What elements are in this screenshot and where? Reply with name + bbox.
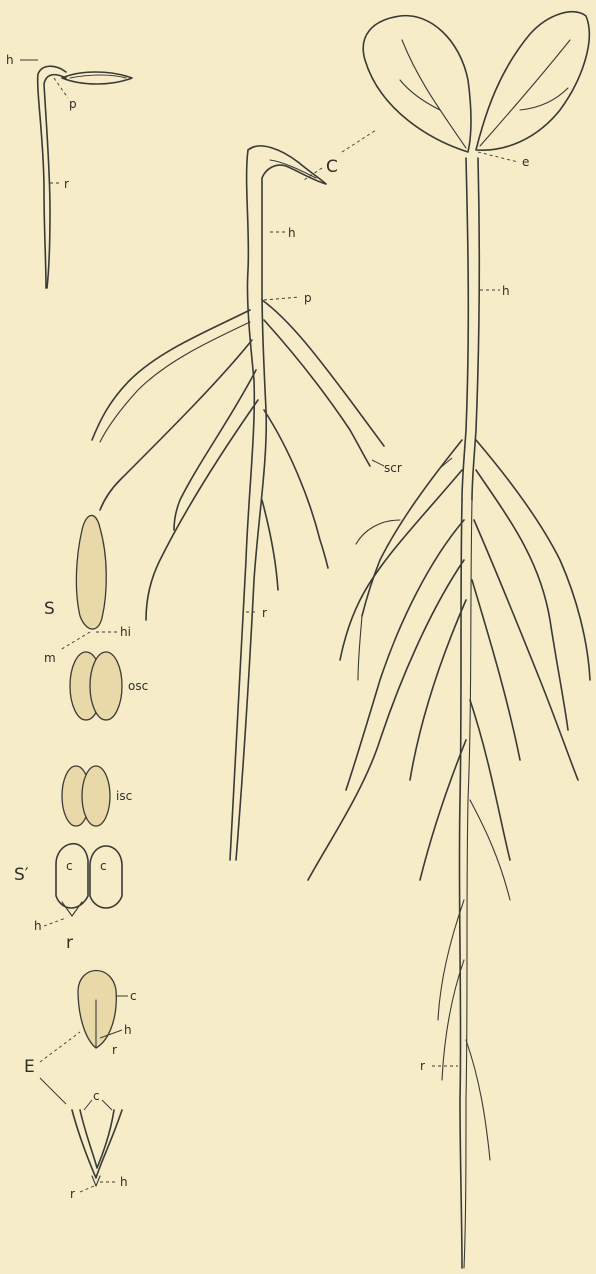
outer-seed-coat	[70, 652, 122, 720]
right-stem-left	[462, 158, 468, 500]
right-lateral-r2	[476, 470, 568, 730]
seed-S-body	[76, 515, 106, 629]
C-label: C	[326, 157, 338, 177]
mid-lateral-8	[262, 500, 278, 590]
sp-c2-label: c	[100, 859, 107, 873]
e2-h-label: h	[120, 1175, 128, 1189]
right-lateral-r5	[470, 700, 510, 860]
mid-p-lead	[264, 297, 300, 300]
top-radicle-right	[44, 75, 66, 288]
e2-r-label: r	[70, 1187, 75, 1201]
right-r-label: r	[420, 1059, 425, 1073]
middle-seedling	[92, 146, 384, 860]
sp-c1-label: c	[66, 859, 73, 873]
mid-lateral-6	[264, 320, 370, 466]
e2-c-label: c	[93, 1089, 100, 1103]
scr-lead-left	[372, 460, 384, 466]
top-r-label: r	[64, 177, 69, 191]
E-lead-up	[40, 1032, 80, 1062]
sp-r-label: r	[66, 933, 73, 953]
osc-label: osc	[128, 679, 148, 693]
hi-label: hi	[120, 625, 131, 639]
top-p-label: p	[69, 97, 77, 111]
sp-embryo-tip	[62, 902, 82, 916]
right-lateral-r1	[476, 440, 590, 680]
mid-lateral-4	[146, 400, 258, 620]
e1-r-label: r	[112, 1043, 117, 1057]
middle-main-root-left	[230, 150, 254, 860]
mid-lateral-3	[174, 370, 256, 530]
left-leaf-midrib	[402, 40, 466, 148]
right-lateral-r6	[470, 800, 510, 900]
mid-h-label: h	[288, 226, 296, 240]
sp-h-lead	[44, 918, 66, 926]
mid-lateral-5	[262, 300, 384, 446]
embryo-1	[78, 971, 116, 1049]
right-h-label: h	[502, 284, 510, 298]
right-lateral-l2	[340, 470, 462, 660]
e1-h-label: h	[124, 1023, 132, 1037]
right-lateral-r3	[474, 520, 578, 780]
right-taproot-right	[464, 500, 472, 1268]
isc-label: isc	[116, 789, 132, 803]
top-p-lead	[54, 78, 68, 98]
right-rootlet-2	[358, 616, 362, 680]
e2-c-lead-left	[84, 1100, 92, 1110]
right-leaf-right	[476, 12, 589, 151]
osc-right	[90, 652, 122, 720]
E-lead-down	[40, 1078, 66, 1104]
C-lead-right	[342, 130, 376, 152]
inner-seed-coat	[62, 766, 110, 826]
seed-coat-line	[70, 75, 126, 78]
germinating-seed	[38, 66, 132, 288]
m-label: m	[44, 651, 56, 665]
right-lateral-l3	[346, 520, 464, 790]
seed-S	[76, 515, 106, 629]
mid-lateral-7	[264, 410, 328, 568]
middle-main-root-right	[236, 178, 266, 860]
embryo-2	[72, 1110, 122, 1186]
mid-p-label: p	[304, 291, 312, 305]
e-lead	[478, 152, 518, 162]
right-seedling	[308, 12, 590, 1268]
S-label: S	[44, 599, 55, 619]
S-prime-label: S′	[14, 865, 29, 885]
right-rootlet-1	[356, 520, 400, 544]
e2-r-lead	[80, 1186, 94, 1192]
m-lead	[60, 632, 90, 650]
right-lateral-l5	[410, 600, 466, 780]
sp-right-half	[90, 846, 122, 908]
left-leaf-vein	[400, 80, 440, 110]
right-lateral-r7	[466, 1040, 490, 1160]
embryo-2-inner	[80, 1110, 114, 1168]
embryo-1-body	[78, 971, 116, 1049]
mid-lateral-2	[100, 340, 252, 510]
top-radicle-left	[38, 66, 66, 288]
e2-c-lead-right	[102, 1100, 112, 1110]
isc-right	[82, 766, 110, 826]
sp-h-label: h	[34, 919, 42, 933]
right-stem-right	[472, 158, 479, 500]
e1-c-label: c	[130, 989, 137, 1003]
seed-S-prime	[56, 844, 122, 916]
top-h-label: h	[6, 53, 14, 67]
scr-label: scr	[384, 461, 402, 475]
right-lateral-l4	[308, 560, 464, 880]
sp-left-half	[56, 844, 88, 908]
e-label: e	[522, 155, 529, 169]
E-label: E	[24, 1057, 35, 1077]
mid-r-label: r	[262, 606, 267, 620]
right-leaf-midrib	[480, 40, 570, 146]
